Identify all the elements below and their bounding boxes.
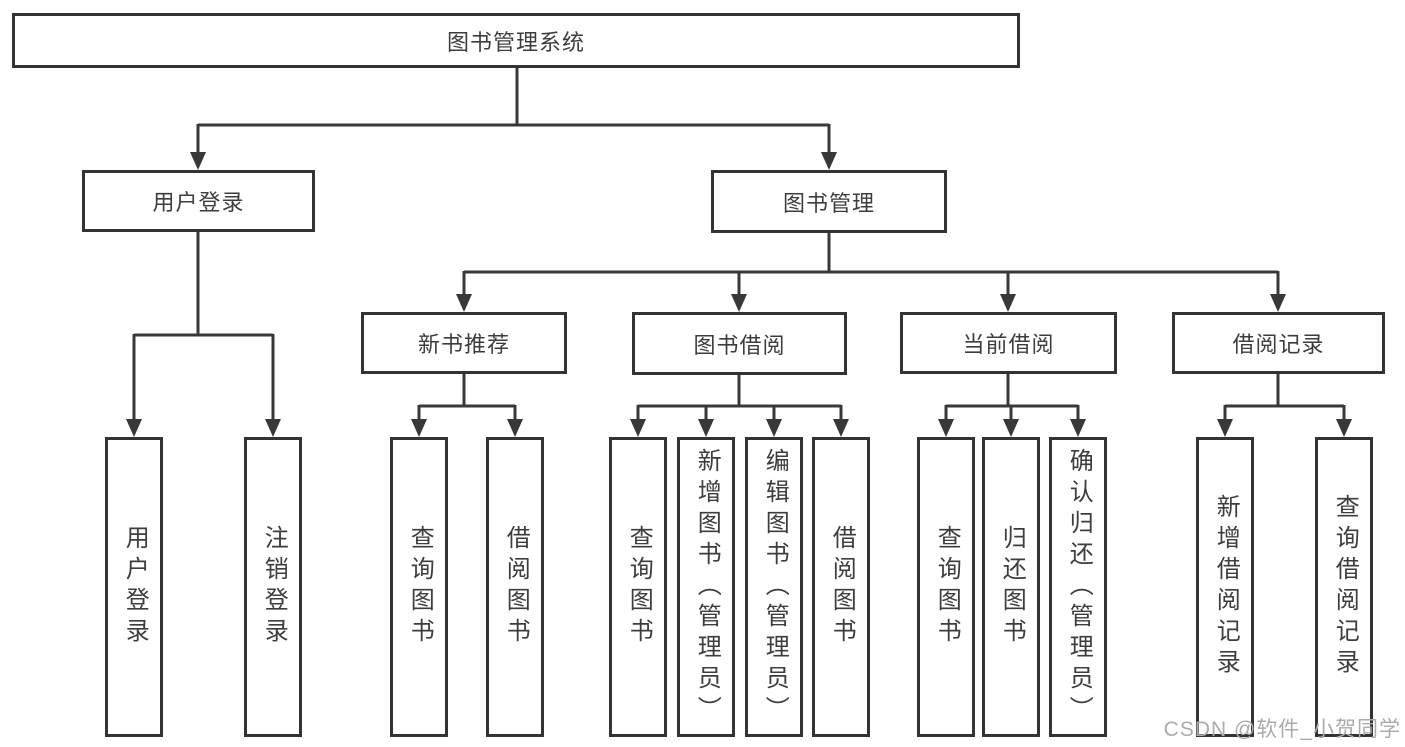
leaf-edit-book-admin: 编辑图书（管理员） <box>745 437 803 737</box>
node-book-borrow-label: 图书借阅 <box>693 332 786 358</box>
node-book-management-label: 图书管理 <box>782 190 875 216</box>
leaf-add-borrow-record-label: 新增借阅记录 <box>1212 494 1240 680</box>
leaf-return-book: 归还图书 <box>982 437 1040 737</box>
leaf-edit-book-admin-label: 编辑图书（管理员） <box>761 447 789 727</box>
node-current-borrow: 当前借阅 <box>900 312 1117 374</box>
leaf-logout: 注销登录 <box>244 437 302 737</box>
node-root: 图书管理系统 <box>12 13 1020 68</box>
node-book-borrow: 图书借阅 <box>632 312 847 375</box>
leaf-return-book-label: 归还图书 <box>998 525 1026 649</box>
leaf-query-borrow-record-label: 查询借阅记录 <box>1331 494 1359 680</box>
leaf-confirm-return-admin: 确认归还（管理员） <box>1049 437 1107 737</box>
leaf-query-book-borrow: 查询图书 <box>609 437 667 737</box>
leaf-query-borrow-record: 查询借阅记录 <box>1315 437 1373 737</box>
node-root-label: 图书管理系统 <box>446 29 585 55</box>
leaf-query-book-borrow-label: 查询图书 <box>625 525 653 649</box>
node-book-management: 图书管理 <box>711 170 947 233</box>
leaf-query-book-recommend: 查询图书 <box>390 437 448 737</box>
node-user-login-label: 用户登录 <box>152 190 245 215</box>
leaf-borrow-book-recommend-label: 借阅图书 <box>502 525 530 649</box>
leaf-query-book-current-label: 查询图书 <box>933 525 961 649</box>
node-borrow-record: 借阅记录 <box>1172 312 1385 374</box>
leaf-borrow-book-label: 借阅图书 <box>828 525 856 649</box>
leaf-borrow-book: 借阅图书 <box>812 437 870 737</box>
node-new-book-recommend: 新书推荐 <box>361 312 567 374</box>
leaf-query-book-current: 查询图书 <box>917 437 975 737</box>
leaf-user-login-label: 用户登录 <box>121 525 149 649</box>
node-user-login: 用户登录 <box>82 170 315 232</box>
leaf-add-borrow-record: 新增借阅记录 <box>1196 437 1254 737</box>
node-current-borrow-label: 当前借阅 <box>962 332 1055 357</box>
leaf-confirm-return-admin-label: 确认归还（管理员） <box>1065 447 1093 727</box>
leaf-user-login: 用户登录 <box>105 437 163 737</box>
leaf-add-book-admin-label: 新增图书（管理员） <box>693 447 721 727</box>
arrowhead-icons <box>126 152 1352 437</box>
node-new-book-recommend-label: 新书推荐 <box>417 332 510 357</box>
leaf-borrow-book-recommend: 借阅图书 <box>486 437 544 737</box>
leaf-query-book-recommend-label: 查询图书 <box>406 525 434 649</box>
leaf-logout-label: 注销登录 <box>260 525 288 649</box>
node-borrow-record-label: 借阅记录 <box>1232 332 1325 357</box>
csdn-watermark: CSDN @软件_小贺同学 <box>1163 718 1401 741</box>
leaf-add-book-admin: 新增图书（管理员） <box>677 437 735 737</box>
